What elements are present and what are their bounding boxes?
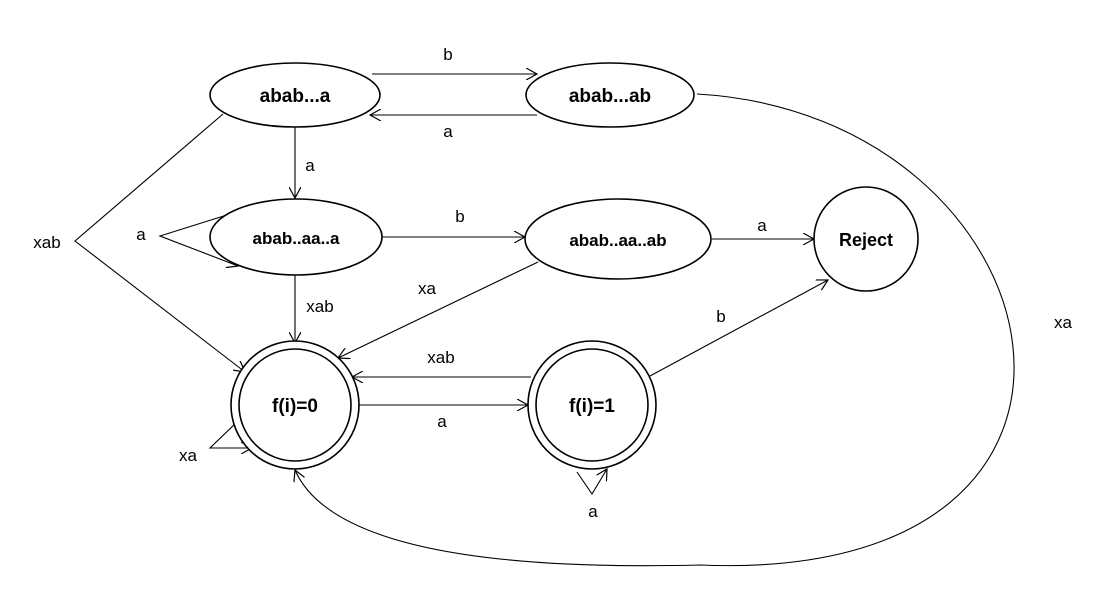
edge-abab-a-to-f0 <box>74 113 245 372</box>
edge-labels: b a a xab a b a xab xa b xab a xa a xa <box>33 45 1072 521</box>
edge-abab-aa-ab-to-f0 <box>338 261 539 358</box>
edges <box>74 74 1015 567</box>
edge-f1-self-loop <box>576 469 607 496</box>
state-label-abab-ab: abab...ab <box>569 86 651 107</box>
label-abab-aa-ab-to-reject: a <box>757 216 767 235</box>
label-abab-ab-to-f0: xa <box>1054 313 1073 332</box>
label-f1-to-f0: xab <box>427 348 454 367</box>
state-abab-ab: abab...ab <box>525 62 695 128</box>
label-abab-a-to-f0: xab <box>33 233 60 252</box>
state-label-f1: f(i)=1 <box>569 396 615 417</box>
state-abab-aa-a: abab..aa..a <box>209 198 383 276</box>
label-abab-aa-a-to-f0: xab <box>306 297 333 316</box>
label-abab-a-to-abab-aa-a: a <box>305 156 315 175</box>
edge-f1-to-reject <box>649 280 828 377</box>
state-abab-a: abab...a <box>209 62 381 128</box>
label-abab-aa-a-self: a <box>136 225 146 244</box>
label-f1-to-reject: b <box>716 307 725 326</box>
state-f1-accepting: f(i)=1 <box>527 340 657 470</box>
edge-abab-aa-a-self-loop <box>158 213 238 266</box>
state-label-abab-aa-a: abab..aa..a <box>253 229 340 248</box>
state-reject: Reject <box>813 186 919 292</box>
state-f0-accepting: f(i)=0 <box>230 340 360 470</box>
label-abab-aa-a-to-abab-aa-ab: b <box>455 207 464 226</box>
state-label-f0: f(i)=0 <box>272 396 318 417</box>
edge-f0-self-loop <box>208 421 252 448</box>
label-f1-self: a <box>588 502 598 521</box>
label-abab-aa-ab-to-f0: xa <box>418 279 437 298</box>
label-abab-ab-to-abab-a: a <box>443 122 453 141</box>
label-f0-self: xa <box>179 446 198 465</box>
state-label-abab-a: abab...a <box>260 86 331 107</box>
state-label-abab-aa-ab: abab..aa..ab <box>569 231 666 250</box>
label-f0-to-f1: a <box>437 412 447 431</box>
state-abab-aa-ab: abab..aa..ab <box>524 198 712 280</box>
edge-abab-ab-to-f0 <box>295 93 1015 567</box>
label-abab-a-to-abab-ab: b <box>443 45 452 64</box>
state-label-reject: Reject <box>839 230 893 250</box>
